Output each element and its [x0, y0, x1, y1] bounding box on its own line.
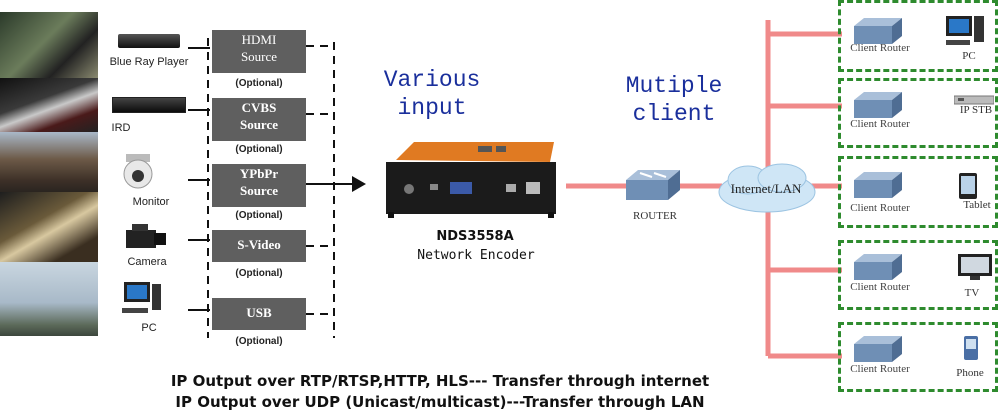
client-group-phone	[838, 322, 998, 392]
client-group-tv	[838, 240, 998, 310]
footer-line-2: IP Output over UDP (Unicast/multicast)--…	[175, 393, 705, 411]
source-box-ypbpr: YPbPr Source	[212, 164, 306, 207]
client-router-icon	[854, 92, 902, 118]
client-router-icon	[854, 336, 902, 362]
ird-receiver-icon	[112, 97, 186, 113]
client-group-stb	[838, 78, 998, 148]
input-connectors	[188, 38, 366, 338]
client-device-label: TV	[964, 287, 980, 299]
encoder-model: NDS3558A	[436, 229, 514, 244]
client-device-label: PC	[962, 50, 976, 62]
pc-icon	[122, 282, 161, 313]
client-router-label: Client Router	[850, 42, 910, 54]
client-router-label: Client Router	[850, 363, 910, 375]
cloud-icon	[718, 163, 816, 213]
photo-horse-scene	[0, 78, 98, 132]
client-tablet-icon	[959, 173, 977, 199]
router-icon	[626, 170, 680, 200]
source-optional: (Optional)	[235, 144, 283, 155]
cloud-label: Internet/LAN	[730, 181, 802, 196]
client-group-tablet	[838, 156, 998, 228]
router-label: ROUTER	[633, 210, 677, 222]
client-router-label: Client Router	[850, 202, 910, 214]
client-device-label: Phone	[956, 367, 984, 379]
encoder-device-icon	[386, 142, 556, 218]
heading-line: Mutiple	[625, 73, 723, 99]
encoder-name: Network Encoder	[417, 248, 535, 263]
source-optional: (Optional)	[235, 336, 283, 347]
client-group-pc	[838, 0, 998, 72]
photo-building	[0, 132, 98, 192]
client-router-label: Client Router	[850, 118, 910, 130]
source-label: HDMI	[241, 32, 277, 47]
client-router-icon	[854, 172, 902, 198]
footer-line-1: IP Output over RTP/RTSP,HTTP, HLS--- Tra…	[170, 372, 710, 390]
client-device-label: Tablet	[963, 199, 991, 211]
photo-tower-city	[0, 262, 98, 336]
heading-line: input	[397, 95, 467, 121]
client-router-icon	[854, 18, 902, 44]
dome-camera-icon	[123, 154, 153, 189]
photo-movie-scene	[0, 12, 98, 78]
client-router-label: Client Router	[850, 281, 910, 293]
source-optional: (Optional)	[235, 268, 283, 279]
device-label-camera: Camera	[127, 256, 167, 268]
source-box-hdmi: HDMI Source	[212, 30, 306, 73]
source-box-svideo: S-Video	[212, 230, 306, 262]
client-pc-icon	[946, 16, 984, 45]
video-camera-icon	[126, 224, 166, 248]
source-box-cvbs: CVBS Source	[212, 98, 306, 141]
device-label-ird: IRD	[111, 122, 131, 134]
source-label: S-Video	[237, 237, 281, 252]
device-label-pc: PC	[141, 322, 157, 334]
various-input-heading: Various input	[372, 66, 492, 122]
heading-line: client	[632, 101, 716, 127]
client-phone-icon	[964, 336, 978, 360]
source-optional: (Optional)	[235, 210, 283, 221]
source-label: USB	[246, 305, 272, 320]
multiple-client-heading: Mutiple client	[614, 72, 734, 128]
device-label-player: Blue Ray Player	[109, 56, 189, 68]
source-label: YPbPr	[239, 166, 279, 181]
client-device-label: IP STB	[959, 104, 993, 116]
source-label: CVBS	[241, 100, 277, 115]
client-router-icon	[854, 254, 902, 280]
heading-line: Various	[383, 67, 481, 93]
blu-ray-player-icon	[118, 34, 180, 48]
client-tv-icon	[958, 254, 992, 280]
source-sublabel: Source	[239, 117, 279, 132]
client-stb-icon	[954, 95, 994, 105]
source-sublabel: Source	[239, 183, 279, 198]
source-optional: (Optional)	[235, 78, 283, 89]
source-sublabel: Source	[240, 49, 278, 64]
source-box-usb: USB	[212, 298, 306, 330]
device-label-monitor: Monitor	[132, 196, 170, 208]
photo-room-scene	[0, 192, 98, 262]
